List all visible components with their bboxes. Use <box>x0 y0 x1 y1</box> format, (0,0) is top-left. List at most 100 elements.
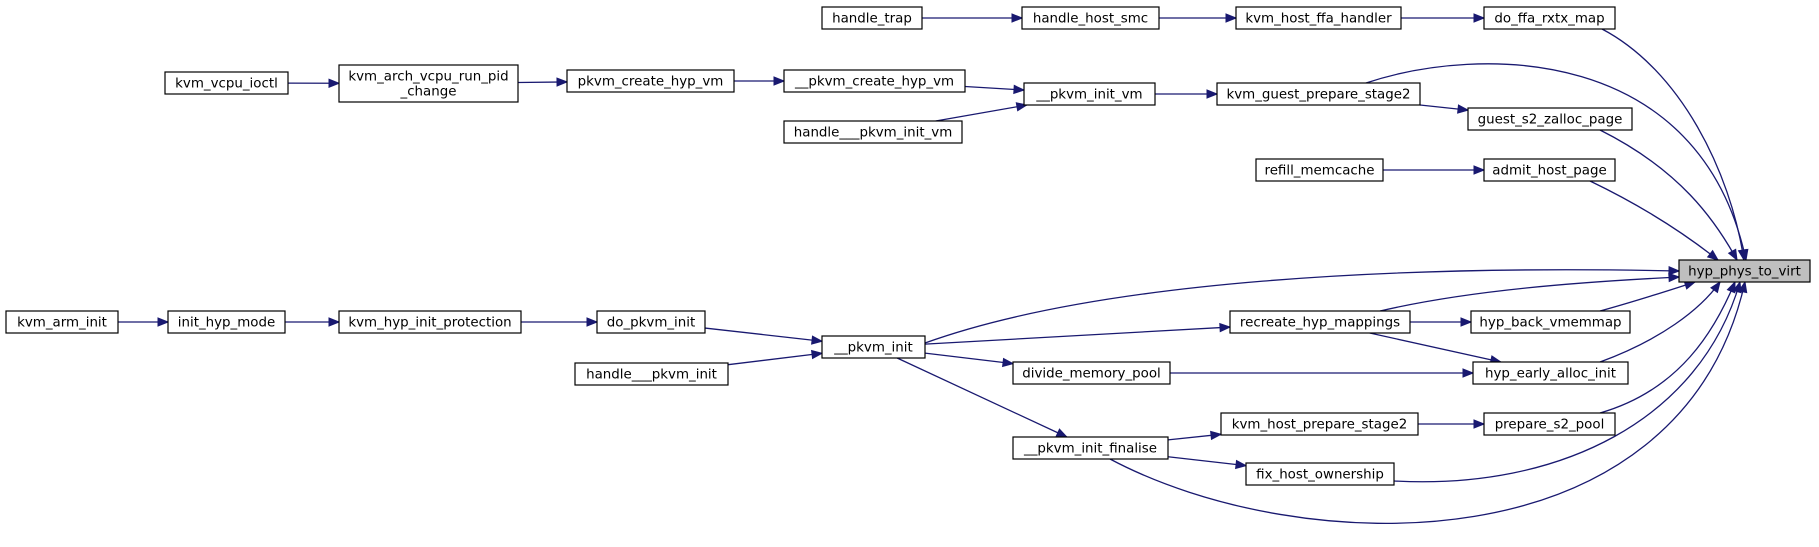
node-handle___pkvm_init[interactable]: handle___pkvm_init <box>574 362 729 386</box>
edge-line <box>1379 276 1680 312</box>
node-label: __pkvm_init_finalise <box>1023 442 1157 457</box>
node-handle_trap[interactable]: handle_trap <box>821 6 923 30</box>
node-label: handle___pkvm_init <box>586 368 717 383</box>
node-do_pkvm_init[interactable]: do_pkvm_init <box>596 310 706 334</box>
edge-__pkvm_init_finalise-to-fix_host_ownership <box>1167 456 1248 470</box>
edge-arrowhead <box>1710 280 1721 294</box>
node-handle_host_smc[interactable]: handle_host_smc <box>1021 6 1160 30</box>
node-refill_memcache[interactable]: refill_memcache <box>1255 158 1384 182</box>
node-box <box>167 310 286 334</box>
node-admit_host_page[interactable]: admit_host_page <box>1483 158 1616 182</box>
node-box <box>1235 6 1402 30</box>
node-handle___pkvm_init_vm[interactable]: handle___pkvm_init_vm <box>783 120 963 144</box>
edge-guest_s2_zalloc_page-to-hyp_phys_to_virt <box>1599 129 1738 262</box>
node-box <box>566 69 735 93</box>
node-box <box>338 310 522 334</box>
node-label: refill_memcache <box>1264 164 1374 179</box>
node-hyp_back_vmemmap[interactable]: hyp_back_vmemmap <box>1470 310 1631 334</box>
edge-arrowhead <box>1225 13 1238 23</box>
edge-handle_host_smc-to-kvm_host_ffa_handler <box>1159 13 1238 23</box>
node-pkvm_create_hyp_vm[interactable]: pkvm_create_hyp_vm <box>566 69 735 93</box>
node-hyp_phys_to_virt[interactable]: hyp_phys_to_virt <box>1678 259 1811 283</box>
edge-recreate_hyp_mappings-to-hyp_back_vmemmap <box>1410 317 1473 327</box>
edge-line <box>704 327 823 342</box>
node-label: do_pkvm_init <box>607 316 695 331</box>
edge-arrowhead <box>1668 266 1681 276</box>
edge-arrowhead <box>1668 272 1681 283</box>
node-kvm_arm_init[interactable]: kvm_arm_init <box>5 310 119 334</box>
node-box <box>783 120 963 144</box>
edge-line <box>1589 180 1719 261</box>
node-kvm_hyp_init_protection[interactable]: kvm_hyp_init_protection <box>338 310 522 334</box>
node-box <box>1467 107 1633 131</box>
node-label: kvm_host_prepare_stage2 <box>1232 418 1408 433</box>
node-label: prepare_s2_pool <box>1495 418 1605 433</box>
node-fix_host_ownership[interactable]: fix_host_ownership <box>1245 462 1395 486</box>
node-hyp_early_alloc_init[interactable]: hyp_early_alloc_init <box>1472 361 1629 385</box>
node-box <box>1483 6 1616 30</box>
node-divide_memory_pool[interactable]: divide_memory_pool <box>1012 361 1171 385</box>
node-box <box>1470 310 1631 334</box>
edge-arrowhead <box>157 317 170 327</box>
node-guest_s2_zalloc_page[interactable]: guest_s2_zalloc_page <box>1467 107 1633 131</box>
node-__pkvm_create_hyp_vm[interactable]: __pkvm_create_hyp_vm <box>783 69 966 93</box>
node-box <box>1483 158 1616 182</box>
edge-line <box>1393 281 1741 483</box>
edge-do_ffa_rxtx_map-to-hyp_phys_to_virt <box>1601 28 1748 262</box>
node-__pkvm_init[interactable]: __pkvm_init <box>821 335 926 359</box>
node-box <box>821 6 923 30</box>
edge-handle___pkvm_init-to-__pkvm_init <box>727 349 824 366</box>
node-prepare_s2_pool[interactable]: prepare_s2_pool <box>1483 412 1616 436</box>
edge-prepare_s2_pool-to-hyp_phys_to_virt <box>1599 280 1736 414</box>
edge-line <box>896 357 1068 438</box>
node-box <box>783 69 966 93</box>
node-__pkvm_init_vm[interactable]: __pkvm_init_vm <box>1023 82 1156 106</box>
node-init_hyp_mode[interactable]: init_hyp_mode <box>167 310 286 334</box>
edge-refill_memcache-to-admit_host_page <box>1383 165 1486 175</box>
edge-arrowhead <box>1011 13 1024 23</box>
edge-do_pkvm_init-to-__pkvm_init <box>704 327 824 345</box>
node-box <box>338 64 519 103</box>
edge-__pkvm_init-to-divide_memory_pool <box>924 352 1015 368</box>
node-recreate_hyp_mappings[interactable]: recreate_hyp_mappings <box>1229 310 1411 334</box>
graph-nodes: hyp_phys_to_virt do_ffa_rxtx_map kvm_host_… <box>5 6 1811 486</box>
node-label: __pkvm_create_hyp_vm <box>794 75 954 90</box>
graph-edges <box>118 13 1749 524</box>
edge-arrowhead <box>1473 165 1486 175</box>
node-label: pkvm_create_hyp_vm <box>578 75 724 90</box>
edge-arrowhead <box>1206 89 1219 99</box>
edge-arrowhead <box>1732 280 1742 294</box>
edge-kvm_guest_prepare_stage2-to-guest_s2_zalloc_page <box>1419 104 1470 114</box>
edge-arrowhead <box>1706 249 1720 261</box>
node-box <box>5 310 119 334</box>
node-box <box>1255 158 1384 182</box>
edge-__pkvm_init_finalise-to-kvm_host_prepare_stage2 <box>1167 430 1223 441</box>
node-kvm_vcpu_ioctl[interactable]: kvm_vcpu_ioctl <box>164 71 289 95</box>
node-kvm_guest_prepare_stage2[interactable]: kvm_guest_prepare_stage2 <box>1216 82 1421 106</box>
edge-kvm_hyp_init_protection-to-do_pkvm_init <box>521 317 599 327</box>
node-box <box>1216 82 1421 106</box>
edge-hyp_early_alloc_init-to-hyp_phys_to_virt <box>1599 280 1721 363</box>
node-label: kvm_vcpu_ioctl <box>175 77 278 92</box>
edge-arrowhead <box>1055 428 1069 438</box>
edge-arrowhead <box>1727 248 1738 262</box>
edge-handle_trap-to-handle_host_smc <box>922 13 1024 23</box>
node-kvm_host_ffa_handler[interactable]: kvm_host_ffa_handler <box>1235 6 1402 30</box>
node-label: kvm_host_ffa_handler <box>1245 12 1392 27</box>
node-kvm_arch_vcpu_run_pid_change[interactable]: kvm_arch_vcpu_run_pid_change <box>338 64 519 103</box>
edge-arrowhead <box>1473 419 1486 429</box>
edge-line <box>1365 63 1747 261</box>
edge-handle___pkvm_init_vm-to-__pkvm_init_vm <box>935 102 1029 122</box>
edge-arrowhead <box>1460 317 1473 327</box>
node-label: hyp_early_alloc_init <box>1485 367 1616 382</box>
node-box <box>574 362 729 386</box>
node-box <box>1229 310 1411 334</box>
node-kvm_host_prepare_stage2[interactable]: kvm_host_prepare_stage2 <box>1220 412 1419 436</box>
node-box <box>164 71 289 95</box>
node-do_ffa_rxtx_map[interactable]: do_ffa_rxtx_map <box>1483 6 1616 30</box>
edge-arrowhead <box>1457 104 1470 114</box>
node-__pkvm_init_finalise[interactable]: __pkvm_init_finalise <box>1012 436 1169 460</box>
edge-arrowhead <box>1002 357 1015 368</box>
edge-line <box>1601 28 1745 261</box>
